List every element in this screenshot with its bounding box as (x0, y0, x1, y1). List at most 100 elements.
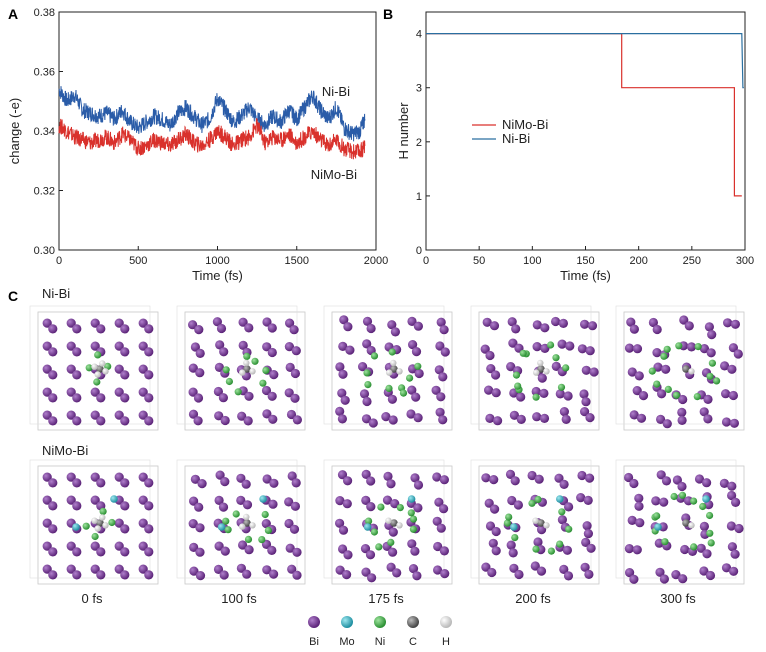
ni-atom (694, 343, 702, 351)
bi-atom (431, 385, 441, 395)
bi-atom (671, 570, 681, 580)
bi-atom (66, 410, 76, 420)
bi-atom (120, 501, 130, 511)
bi-atom (407, 385, 417, 395)
bi-atom (120, 416, 130, 426)
time-label: 100 fs (221, 591, 257, 606)
x-tick-label: 250 (683, 255, 701, 267)
bi-atom (659, 574, 670, 584)
ni-atom (713, 377, 721, 385)
bi-atom (506, 540, 516, 550)
cell-outline-back (29, 459, 151, 579)
bi-atom (290, 368, 300, 379)
bi-atom (704, 322, 715, 332)
bi-atom (138, 495, 148, 505)
h-atom (386, 369, 393, 376)
bi-atom (268, 499, 278, 509)
bi-atom (343, 550, 353, 560)
y-tick-label: 4 (416, 29, 422, 41)
ni-atom (557, 383, 566, 391)
ni-atom (663, 345, 671, 353)
bi-atom (539, 413, 550, 423)
bi-atom (381, 412, 391, 422)
bi-atom (706, 348, 716, 358)
ni-atom (108, 518, 116, 527)
bi-atom (533, 537, 543, 547)
bi-atom (680, 544, 690, 555)
bi-atom (627, 515, 637, 526)
bi-atom (337, 470, 348, 480)
ni-atom (707, 539, 715, 547)
bi-atom (648, 317, 659, 328)
bi-atom (439, 546, 449, 556)
bi-atom (66, 341, 76, 351)
ni-atom (82, 522, 90, 530)
h-atom (94, 371, 101, 378)
bi-atom (629, 574, 639, 584)
bi-atom (583, 529, 594, 539)
bi-atom (557, 515, 568, 525)
bi-atom (516, 392, 526, 402)
bi-atom (144, 370, 154, 380)
bi-atom (662, 419, 672, 429)
bi-atom (284, 497, 294, 507)
bi-atom (96, 547, 106, 557)
bi-atom (267, 323, 277, 333)
mo-atom (110, 495, 118, 503)
bi-atom (267, 545, 277, 556)
bi-atom (485, 350, 495, 361)
cell-outline (37, 465, 159, 585)
bi-atom (342, 570, 352, 580)
bi-atom (340, 395, 350, 405)
h-atom (239, 523, 246, 530)
bi-atom (723, 318, 733, 328)
bi-atom (90, 318, 100, 328)
bi-atom (482, 317, 492, 327)
bi-atom (48, 347, 58, 357)
y-tick-label: 1 (416, 191, 422, 203)
bi-atom (485, 521, 496, 531)
ni-atom (222, 517, 230, 525)
bi-atom (120, 347, 130, 357)
ni-atom (678, 491, 687, 499)
bi-atom (285, 362, 295, 372)
bi-atom (410, 473, 420, 483)
ni-atom (414, 362, 422, 370)
series-line-nimo-bi (426, 32, 742, 197)
bi-atom (48, 570, 58, 580)
bi-atom (114, 410, 124, 420)
bi-atom (684, 321, 694, 331)
bi-atom (335, 518, 345, 528)
bi-atom (386, 562, 396, 572)
bi-atom (407, 539, 417, 549)
bi-atom (634, 371, 644, 381)
bi-atom (214, 495, 224, 505)
bi-atom (488, 538, 498, 548)
ni-atom (396, 504, 404, 512)
cell-outline (37, 311, 159, 431)
legend-atom-label: Ni (375, 636, 385, 648)
ni-atom (512, 371, 521, 379)
bi-atom (236, 495, 246, 505)
bi-atom (439, 504, 449, 514)
bi-atom (144, 393, 154, 403)
bi-atom (144, 570, 154, 580)
bi-atom (236, 563, 246, 573)
bi-atom (190, 474, 200, 484)
bi-atom (42, 364, 52, 374)
bi-atom (727, 542, 738, 552)
c-atom (243, 519, 251, 527)
bi-atom (138, 472, 148, 482)
bi-atom (531, 386, 541, 397)
x-tick-label: 150 (576, 255, 594, 267)
bi-atom (491, 388, 501, 398)
ni-atom (261, 510, 269, 519)
bi-atom (586, 543, 596, 553)
bi-atom (42, 472, 52, 482)
h-atom (396, 522, 403, 529)
bi-atom (138, 364, 148, 374)
y-tick-label: 0 (416, 245, 422, 257)
